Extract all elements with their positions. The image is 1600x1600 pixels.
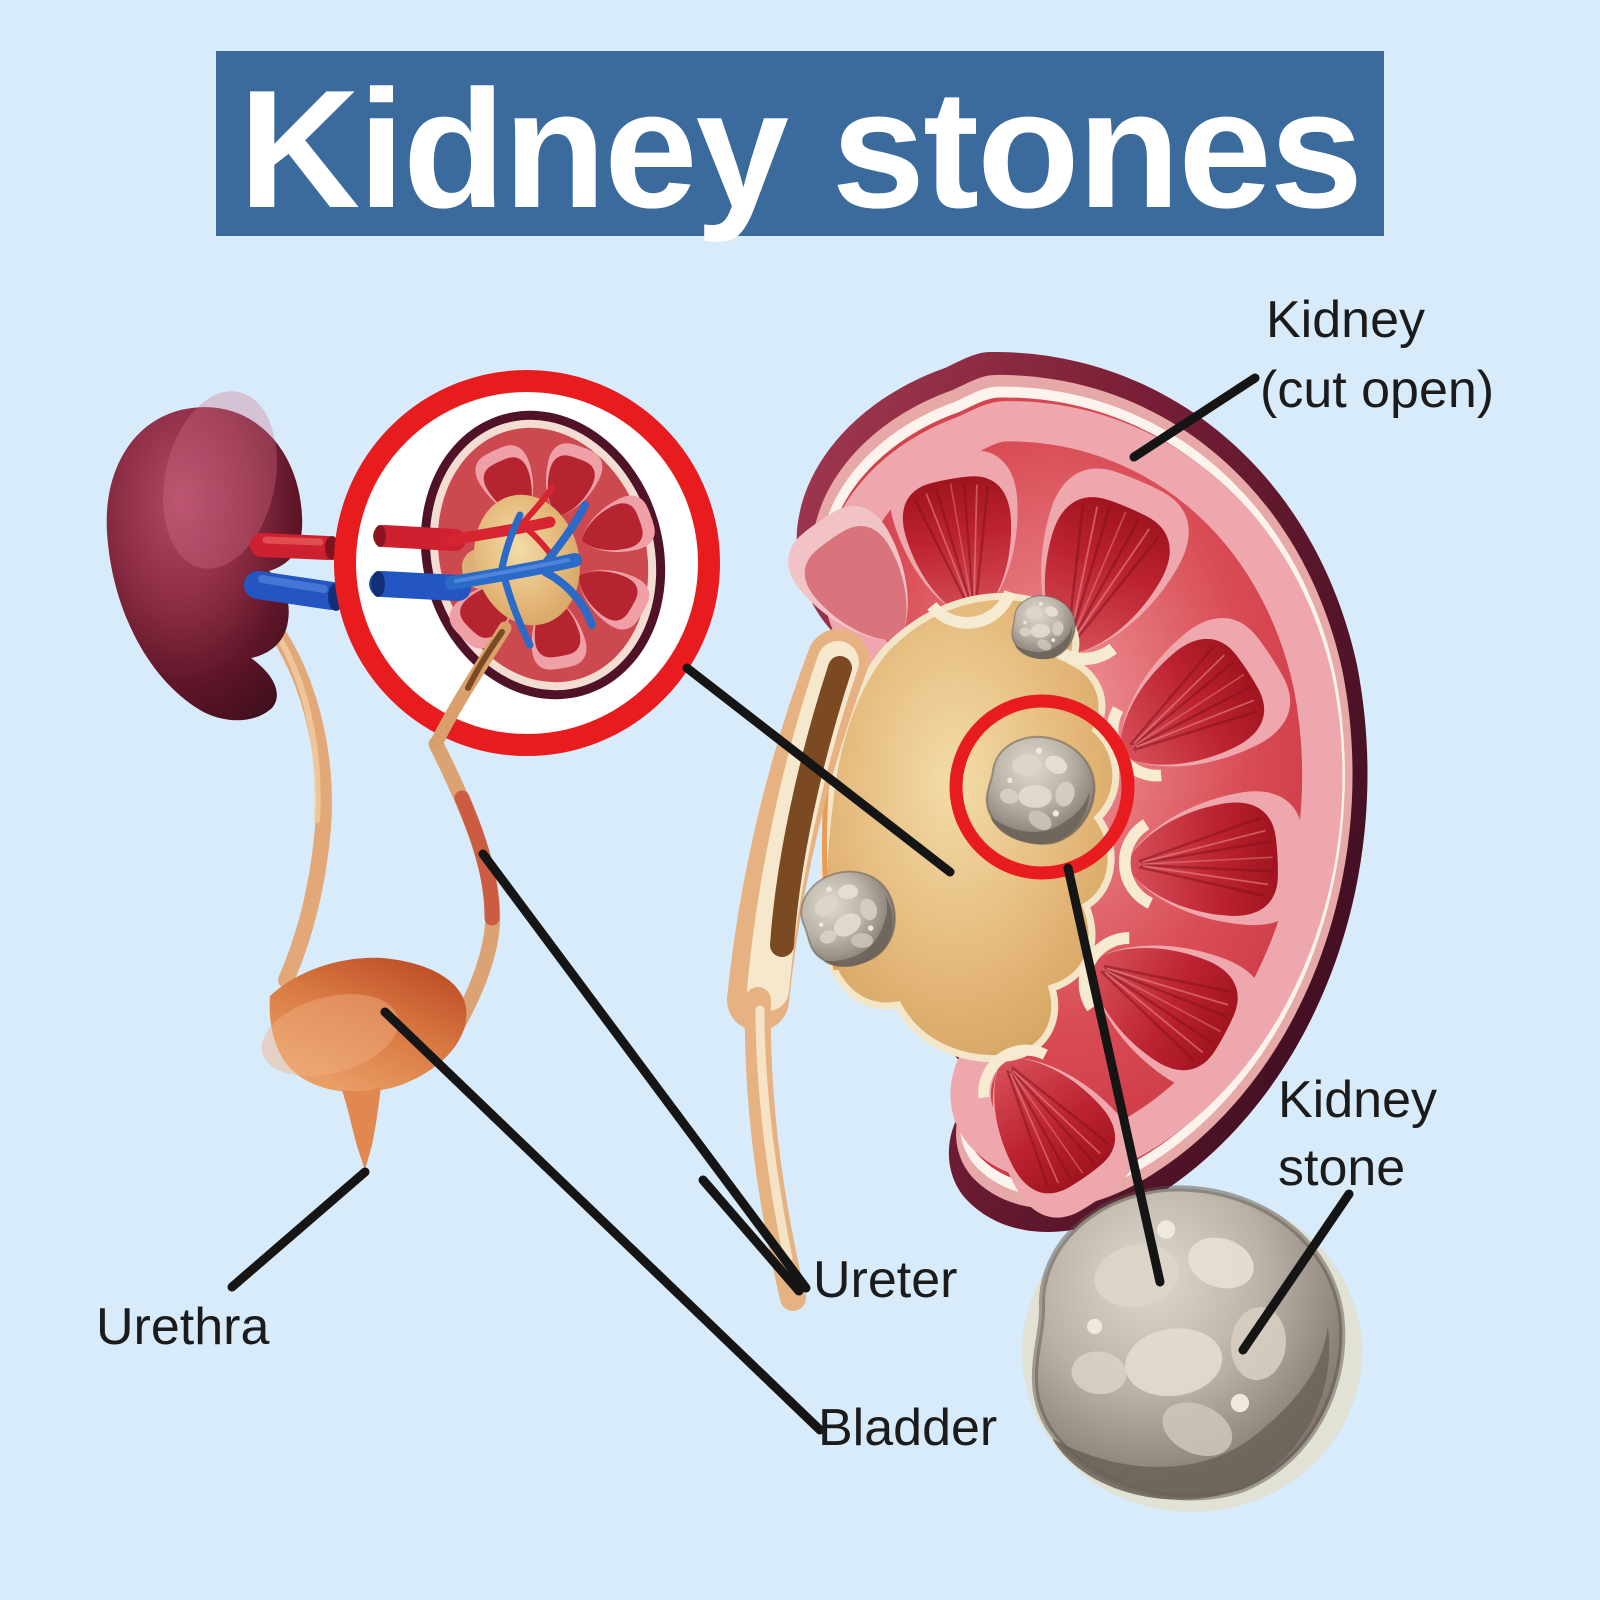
leader-line-ureter-from-inset (478, 849, 811, 1293)
right-ureter-tube (727, 629, 869, 1311)
renal-artery (250, 533, 340, 560)
urethra-tube (342, 1087, 381, 1170)
leader-line-urethra (227, 1167, 370, 1292)
inset-kidney-illustration (369, 410, 666, 751)
label-bladder: Bladder (818, 1399, 997, 1457)
leader-line-kidney-cut-open (1129, 373, 1260, 462)
label-kidney-cut-open-line2: (cut open) (1260, 361, 1494, 419)
label-urethra: Urethra (96, 1298, 269, 1356)
kidney-cross-section-inset (334, 370, 720, 756)
inset-renal-artery (373, 485, 561, 568)
leader-line-kidney-stone-label (1238, 1189, 1354, 1355)
bladder-illustration (261, 957, 467, 1170)
page-title: Kidney stones (239, 55, 1361, 243)
cut-open-kidney-illustration (727, 351, 1368, 1311)
leader-line-ureter-from-kidney (698, 1175, 804, 1296)
label-kidney-stone-line1: Kidney (1278, 1071, 1437, 1129)
leader-line-inset-to-kidney (682, 663, 955, 877)
title-banner (216, 51, 1384, 236)
urinary-system-illustration (106, 391, 501, 1170)
stone-highlight-ring (949, 694, 1135, 880)
label-kidney-cut-open: Kidney (cut open) (1260, 291, 1494, 419)
label-kidney-cut-open-line1: Kidney (1266, 291, 1425, 349)
left-kidney-illustration (106, 391, 346, 721)
label-kidney-stone-line2: stone (1278, 1139, 1405, 1197)
kidney-stone-large-illustration (1022, 1174, 1362, 1515)
label-kidney-stone: Kidney stone (1278, 1071, 1437, 1197)
label-ureter: Ureter (813, 1251, 957, 1309)
inset-renal-vein (369, 501, 596, 649)
leader-lines (227, 373, 1354, 1435)
leader-line-bladder (380, 1007, 825, 1435)
leader-line-stone-to-enlarged (1063, 863, 1165, 1287)
